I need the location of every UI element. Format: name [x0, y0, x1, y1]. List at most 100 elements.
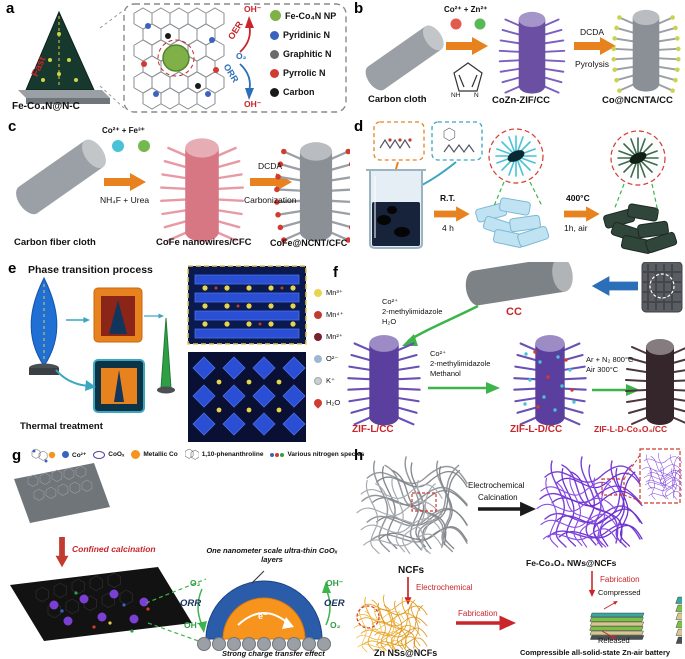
step2-line1: Co²⁺ [430, 349, 447, 358]
fe-product-label: Fe-Co₃O₄ NWs@NCFs [526, 558, 617, 568]
co-ncnta-rod [611, 9, 681, 93]
substrate-spheres [197, 637, 331, 651]
product1-label: ZIF-L/CC [352, 424, 394, 435]
furnace-1 [93, 287, 143, 343]
imidazole-n-label: N [474, 92, 479, 99]
material-label: Fe-Co₄N@N-C [12, 101, 80, 112]
legend-item: CoOₓ [93, 450, 125, 459]
panel-g-art [10, 448, 331, 651]
panel-d-art [366, 121, 678, 255]
step2-bottom-label: 1h, air [564, 223, 588, 233]
substrate-label: Carbon fiber cloth [14, 237, 96, 248]
treatment-arrow-icon [143, 312, 165, 320]
np-sphere [162, 44, 190, 72]
oh-right-label: OH⁻ [326, 578, 344, 588]
panel-g-label: g [12, 447, 22, 464]
ncfs-network [356, 456, 468, 555]
ions-label: Co²⁺ + Fe³⁺ [102, 126, 145, 135]
panel-h: h NCFs Electrochemical Calcination Fe-Co… [352, 447, 682, 659]
carbon-swatch [270, 87, 279, 97]
mn4-swatch [314, 310, 322, 319]
cc-cylinder [463, 262, 576, 307]
electrochemical-label: Electrochemical [416, 583, 473, 592]
panel-e-label: e [8, 260, 17, 277]
legend-item: 1,10-phenanthroline [184, 449, 264, 460]
legend-item: Metallic Co [131, 450, 178, 459]
co-ion-sphere [112, 140, 124, 152]
cozn-zif-rod [498, 11, 566, 94]
panel-g: g Co²⁺ CoOₓ Metallic Co 1,10-phenanthrol… [6, 447, 364, 659]
legend-label: Mn²⁺ [326, 332, 343, 341]
fabrication-bottom-label: Fabrication [458, 609, 498, 618]
co-ion-sphere [450, 18, 462, 30]
anneal-arrow-icon [564, 206, 600, 222]
legend-item: Pyrrolic N [270, 68, 326, 78]
legend-item: O²⁻ [314, 354, 338, 363]
compressed-label: Compressed [598, 588, 641, 597]
zif-l-rod [347, 335, 421, 426]
step2-line2: 2-methylimidazole [430, 359, 491, 368]
pyrolysis-arrow-icon [574, 37, 616, 55]
legend-label: Metallic Co [143, 451, 178, 458]
legend-label: Co²⁺ [72, 451, 87, 459]
orr-arrow-icon [239, 63, 254, 100]
monomer-box-1 [373, 121, 425, 161]
fabrication-right-label: Fabrication [600, 575, 640, 584]
panel-f-label: f [333, 264, 338, 281]
arrow-top-line2: Calcination [478, 493, 518, 502]
panel-e: e Phase transition process Thermal treat… [6, 260, 350, 445]
ncfs-label: NCFs [398, 565, 425, 576]
beaker [366, 169, 426, 249]
legend-label: Mn⁴⁺ [326, 310, 344, 319]
oer-label: OER [324, 598, 345, 609]
orr-arrow-icon [197, 588, 207, 633]
panel-e-art [29, 265, 307, 442]
oer-arrow-icon [239, 16, 254, 53]
step3-line1: Ar + N₂ 800°C [586, 355, 634, 364]
growth-arrow-icon [104, 173, 146, 191]
coox-dome [205, 580, 323, 640]
purple-inset [639, 448, 682, 504]
graphitic-swatch [270, 49, 279, 59]
oxygen-swatch [314, 354, 322, 363]
step1-line1: Co²⁺ [382, 297, 399, 306]
flake-inset-1 [488, 128, 544, 207]
legend-label: O²⁻ [326, 354, 339, 363]
electron-label: e⁻ [258, 611, 268, 621]
graphene-sheet-top [14, 463, 110, 523]
legend-label: CoOₓ [108, 451, 125, 458]
legend-item: Mn³⁺ [314, 288, 343, 297]
carbonization-arrow-icon [250, 173, 292, 191]
step-bottom-label: Pyrolysis [575, 59, 610, 69]
product-label: CoFe@NCNT/CFC [270, 238, 348, 248]
hydroxide-flakes [474, 196, 550, 249]
graphene-sheet-bottom [10, 567, 192, 641]
panel-c-art [11, 135, 350, 243]
pyridinic-swatch [270, 30, 279, 40]
panel-b-art [361, 9, 681, 95]
dopant-dots [523, 350, 576, 412]
intermediate-label: CoFe nanowires/CFC [156, 237, 252, 248]
fe-co3o4-network [536, 454, 643, 548]
legend-item: Mn²⁺ [314, 332, 343, 341]
compress-arrow-icon [602, 598, 620, 612]
panel-b: b Co²⁺ + Zn²⁺ NH N Carbon cloth CoZn-ZIF… [352, 0, 682, 116]
co3o4-rod [625, 339, 685, 425]
zn-product-label: Zn NSs@NCFs [374, 648, 438, 658]
carbon-fiber-cloth-cylinder [11, 135, 111, 219]
intermediate-label: CoZn-ZIF/CC [492, 95, 551, 106]
panel-a: a Fast Fe-Co₄N@N-C OH⁻ OER O₂ ORR OH⁻ Fe… [6, 0, 350, 116]
legend-label: Pyridinic N [283, 30, 331, 40]
spinel-crystal [188, 352, 306, 442]
fabrication-down-arrow-icon [587, 570, 597, 598]
step-bottom-label: Carbonization [244, 195, 297, 205]
o2-right-label: O₂ [330, 620, 341, 630]
legend-label: 1,10-phenanthroline [201, 451, 264, 458]
legend-label: Various nitrogen species [287, 451, 365, 458]
step3-line2: Air 300°C [586, 365, 619, 374]
co-ion-icon [62, 451, 69, 458]
legend-item: Pyridinic N [270, 30, 330, 40]
np-swatch [270, 10, 281, 21]
coox-icon [93, 450, 106, 459]
product3-label: ZIF-L-D-Co₃O₄/CC [594, 424, 668, 434]
